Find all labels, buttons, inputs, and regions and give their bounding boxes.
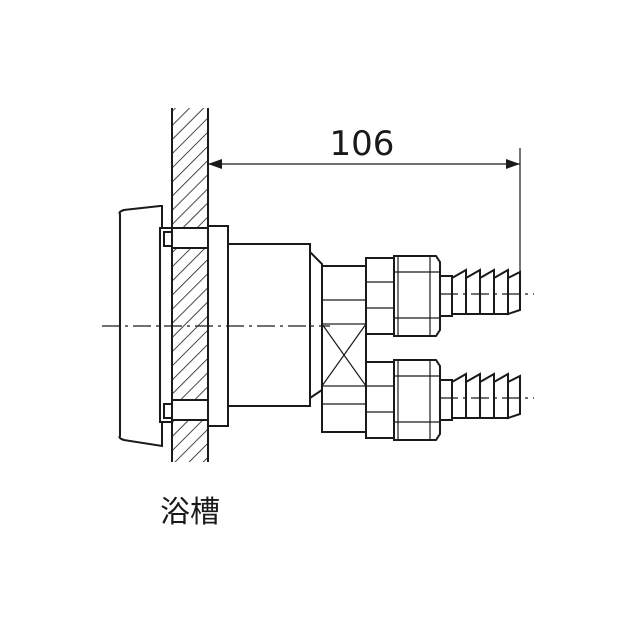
bathtub-label: 浴槽 <box>160 495 220 530</box>
lower-outlet <box>365 359 521 441</box>
dimension-106: 106 <box>208 124 521 276</box>
dimension-label: 106 <box>330 124 395 164</box>
main-body <box>227 243 367 433</box>
centerlines <box>102 293 534 399</box>
upper-outlet <box>365 255 521 337</box>
